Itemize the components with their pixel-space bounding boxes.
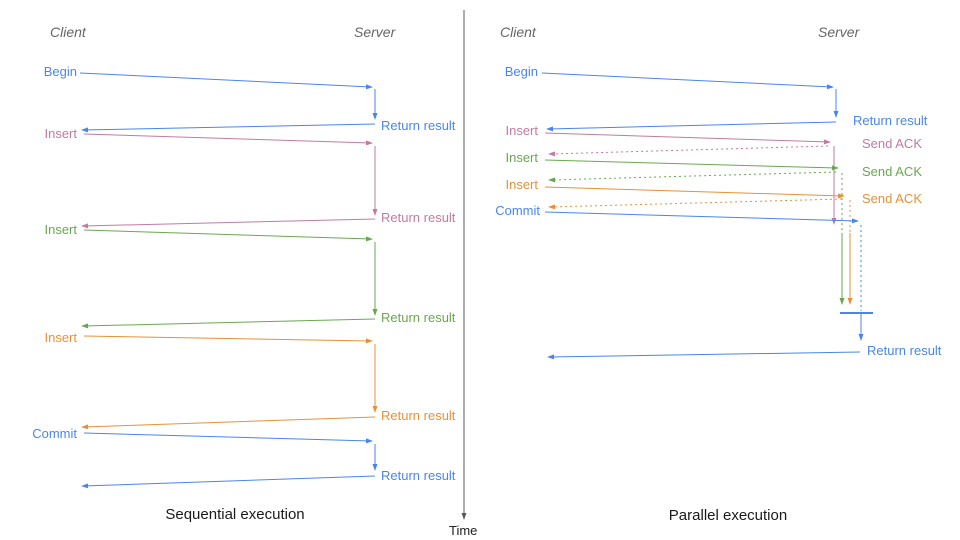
- par-begin-response-line: [546, 121, 837, 132]
- par-begin-response-label: Return result: [853, 113, 928, 128]
- par-insert2-label: Insert: [505, 150, 538, 165]
- seq-insert2-response-label: Return result: [381, 310, 456, 325]
- time-axis: Time: [449, 10, 477, 538]
- par-insert2-ack-line: [548, 171, 837, 183]
- par-op-insert1: Insert Send ACK: [505, 123, 922, 225]
- par-insert3-response-label: Send ACK: [862, 191, 922, 206]
- seq-insert1-response-line: [81, 218, 376, 229]
- par-op-insert2: Insert Send ACK: [505, 150, 922, 305]
- seq-insert3-label: Insert: [44, 330, 77, 345]
- seq-commit-label: Commit: [32, 426, 77, 441]
- time-axis-label: Time: [449, 523, 477, 538]
- seq-panel-title: Sequential execution: [165, 506, 304, 523]
- seq-op-commit: Commit Return result: [32, 426, 456, 489]
- par-insert1-label: Insert: [505, 123, 538, 138]
- par-insert1-response-label: Send ACK: [862, 136, 922, 151]
- parallel-panel: Client Server Parallel execution Begin R…: [495, 24, 942, 524]
- par-insert3-ack-line: [548, 198, 843, 210]
- sequential-panel: Client Server Sequential execution Begin…: [32, 24, 456, 523]
- seq-insert3-response-label: Return result: [381, 408, 456, 423]
- par-op-commit: Commit Return result: [495, 203, 942, 360]
- seq-insert2-request-line: [83, 229, 373, 242]
- par-op-begin: Begin Return result: [505, 64, 928, 132]
- seq-begin-label: Begin: [44, 64, 77, 79]
- seq-begin-request-line: [79, 72, 373, 90]
- par-begin-request-line: [541, 72, 834, 90]
- seq-begin-response-label: Return result: [381, 118, 456, 133]
- seq-insert2-response-line: [81, 318, 376, 329]
- seq-insert1-request-line: [83, 133, 373, 146]
- seq-begin-response-line: [81, 123, 376, 133]
- par-server-header: Server: [818, 24, 861, 40]
- par-begin-label: Begin: [505, 64, 538, 79]
- par-commit-response-line: [547, 351, 861, 360]
- seq-op-insert3: Insert Return result: [44, 330, 456, 430]
- seq-op-insert2: Insert Return result: [44, 222, 456, 329]
- par-insert2-request-line: [544, 159, 839, 171]
- seq-commit-response-label: Return result: [381, 468, 456, 483]
- seq-client-header: Client: [50, 24, 87, 40]
- seq-op-insert1: Insert Return result: [44, 126, 456, 229]
- par-insert3-request-line: [544, 186, 845, 199]
- par-insert1-ack-line: [548, 145, 829, 157]
- par-op-insert3: Insert Send ACK: [505, 177, 922, 305]
- seq-insert1-response-label: Return result: [381, 210, 456, 225]
- par-insert1-request-line: [544, 132, 831, 145]
- seq-insert3-request-line: [83, 335, 373, 344]
- seq-commit-response-line: [81, 475, 376, 489]
- seq-insert3-response-line: [81, 416, 376, 430]
- par-commit-response-label: Return result: [867, 343, 942, 358]
- par-commit-request-line: [544, 211, 859, 224]
- seq-insert2-label: Insert: [44, 222, 77, 237]
- seq-server-header: Server: [354, 24, 397, 40]
- par-insert3-label: Insert: [505, 177, 538, 192]
- seq-insert1-label: Insert: [44, 126, 77, 141]
- par-commit-label: Commit: [495, 203, 540, 218]
- seq-commit-request-line: [83, 432, 373, 444]
- par-panel-title: Parallel execution: [669, 507, 787, 524]
- par-client-header: Client: [500, 24, 537, 40]
- seq-op-begin: Begin Return result: [44, 64, 456, 133]
- par-insert2-response-label: Send ACK: [862, 164, 922, 179]
